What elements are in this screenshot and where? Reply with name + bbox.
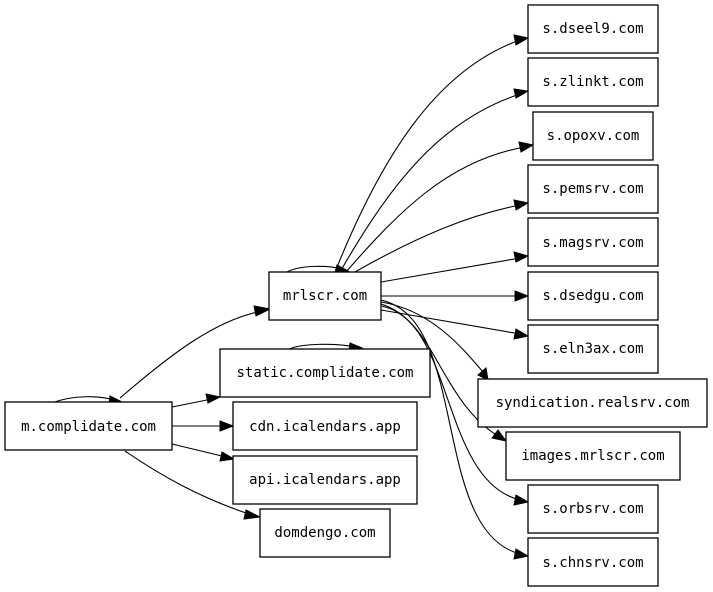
arrowhead bbox=[513, 34, 530, 46]
node-label: s.dseel9.com bbox=[542, 21, 643, 37]
arrowhead bbox=[513, 494, 530, 506]
edge-m-complidate-to-mrlscr bbox=[119, 305, 272, 399]
arrowhead bbox=[513, 328, 530, 340]
node-s-opoxv[interactable]: s.opoxv.com bbox=[532, 111, 654, 161]
node-domdengo[interactable]: domdengo.com bbox=[259, 508, 391, 558]
arrowhead bbox=[205, 393, 222, 404]
node-label: s.opoxv.com bbox=[547, 128, 640, 144]
arrowhead bbox=[477, 367, 489, 381]
edge-m-complidate-to-api-icalendars bbox=[171, 443, 236, 462]
edge-mrlscr-to-s-eln3ax bbox=[380, 309, 530, 340]
arrowhead bbox=[518, 141, 535, 153]
node-label: s.dsedgu.com bbox=[542, 288, 643, 304]
node-label: s.zlinkt.com bbox=[542, 74, 643, 90]
node-label: s.chnsrv.com bbox=[542, 555, 643, 571]
node-label: images.mrlscr.com bbox=[521, 448, 664, 464]
node-s-eln3ax[interactable]: s.eln3ax.com bbox=[527, 324, 659, 374]
node-label: cdn.icalendars.app bbox=[249, 419, 401, 435]
node-static-complidate[interactable]: static.complidate.com bbox=[219, 348, 431, 398]
arrowhead bbox=[513, 199, 530, 211]
node-images-mrlscr[interactable]: images.mrlscr.com bbox=[505, 431, 681, 481]
node-label: s.magsrv.com bbox=[542, 235, 643, 251]
arrowhead bbox=[219, 420, 235, 432]
node-s-zlinkt[interactable]: s.zlinkt.com bbox=[527, 57, 659, 107]
arrowhead bbox=[253, 305, 272, 317]
node-s-chnsrv[interactable]: s.chnsrv.com bbox=[527, 537, 659, 587]
edge-mrlscr-to-s-magsrv bbox=[380, 251, 530, 283]
arrowhead bbox=[514, 290, 530, 302]
node-s-pemsrv[interactable]: s.pemsrv.com bbox=[527, 164, 659, 214]
node-mrlscr[interactable]: mrlscr.com bbox=[268, 271, 382, 321]
arrowhead bbox=[243, 509, 262, 520]
node-label: s.eln3ax.com bbox=[542, 341, 643, 357]
node-label: s.pemsrv.com bbox=[542, 181, 643, 197]
node-label: m.complidate.com bbox=[21, 419, 156, 435]
node-s-dseel9[interactable]: s.dseel9.com bbox=[527, 4, 659, 54]
edge-mrlscr-to-s-opoxv bbox=[345, 141, 535, 273]
node-s-orbsrv[interactable]: s.orbsrv.com bbox=[527, 484, 659, 534]
node-cdn-icalendars[interactable]: cdn.icalendars.app bbox=[232, 401, 418, 451]
node-m-complidate[interactable]: m.complidate.com bbox=[4, 401, 173, 451]
edge-mrlscr-to-s-dseel9 bbox=[334, 34, 530, 273]
node-label: api.icalendars.app bbox=[249, 472, 401, 488]
edge-mrlscr-to-s-dsedgu bbox=[381, 290, 530, 302]
edge-mrlscr-to-s-zlinkt bbox=[339, 88, 530, 273]
edge-mrlscr-to-s-orbsrv bbox=[380, 305, 530, 506]
node-label: syndication.realsrv.com bbox=[496, 395, 690, 411]
node-s-magsrv[interactable]: s.magsrv.com bbox=[527, 217, 659, 267]
arrowhead bbox=[513, 88, 530, 99]
edge-m-complidate-to-cdn-icalendars bbox=[172, 420, 235, 432]
edge-mrlscr-to-s-pemsrv bbox=[354, 199, 530, 273]
node-syndication-realsrv[interactable]: syndication.realsrv.com bbox=[477, 378, 708, 428]
node-label: s.orbsrv.com bbox=[542, 501, 643, 517]
arrowhead bbox=[491, 429, 508, 442]
edge-m-complidate-to-static-complidate bbox=[171, 393, 222, 408]
arrowhead bbox=[513, 548, 530, 560]
node-label: mrlscr.com bbox=[283, 288, 367, 304]
node-label: domdengo.com bbox=[274, 525, 375, 541]
arrowhead bbox=[513, 251, 530, 263]
edge-m-complidate-to-domdengo bbox=[124, 450, 262, 520]
node-api-icalendars[interactable]: api.icalendars.app bbox=[232, 455, 418, 505]
node-s-dsedgu[interactable]: s.dsedgu.com bbox=[527, 271, 659, 321]
node-label: static.complidate.com bbox=[236, 365, 413, 381]
edge-mrlscr-to-s-chnsrv bbox=[380, 299, 530, 560]
arrowhead bbox=[219, 451, 236, 462]
